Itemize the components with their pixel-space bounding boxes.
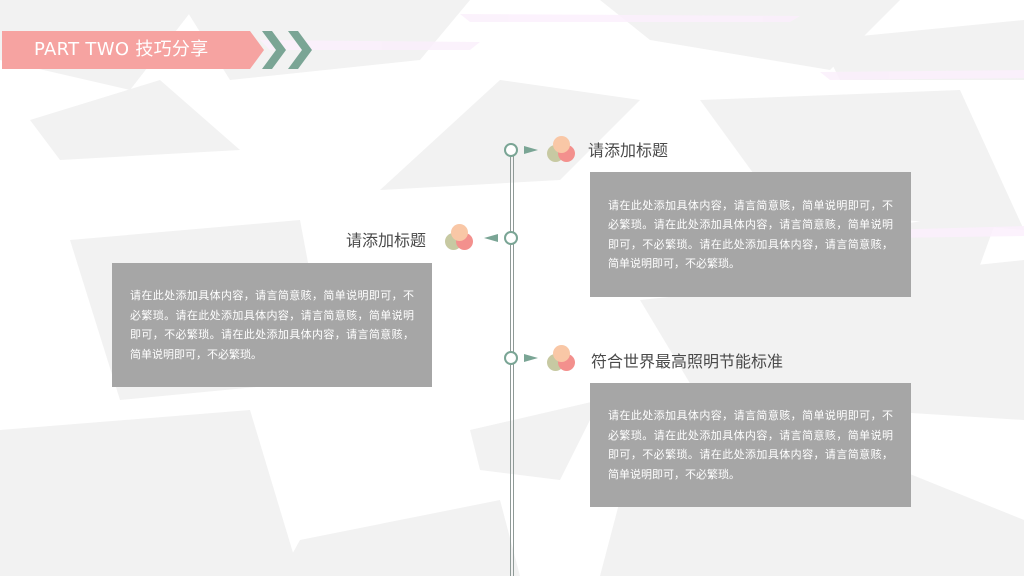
content-card: 请在此处添加具体内容，请言简意赅，简单说明即可，不必繁琐。请在此处添加具体内容，… bbox=[590, 172, 911, 297]
chevron-right-icon bbox=[288, 31, 312, 69]
pointer-arrow-icon bbox=[484, 234, 498, 242]
pointer-arrow-icon bbox=[524, 354, 538, 362]
header-banner bbox=[2, 31, 264, 69]
content-card: 请在此处添加具体内容，请言简意赅，简单说明即可，不必繁琐。请在此处添加具体内容，… bbox=[112, 263, 432, 387]
dots-icon bbox=[547, 136, 579, 164]
timeline-node bbox=[504, 231, 518, 245]
dots-icon bbox=[547, 345, 579, 373]
timeline-node bbox=[504, 143, 518, 157]
item-title: 请添加标题 bbox=[588, 141, 669, 160]
content-card: 请在此处添加具体内容，请言简意赅，简单说明即可，不必繁琐。请在此处添加具体内容，… bbox=[590, 383, 911, 507]
item-title: 请添加标题 bbox=[346, 231, 427, 250]
card-text: 请在此处添加具体内容，请言简意赅，简单说明即可，不必繁琐。请在此处添加具体内容，… bbox=[608, 198, 893, 271]
item-title: 符合世界最高照明节能标准 bbox=[591, 352, 784, 371]
chevron-right-icon bbox=[262, 31, 286, 69]
timeline-node bbox=[504, 351, 518, 365]
page-title: PART TWO 技巧分享 bbox=[34, 39, 209, 60]
card-text: 请在此处添加具体内容，请言简意赅，简单说明即可，不必繁琐。请在此处添加具体内容，… bbox=[608, 409, 893, 481]
pointer-arrow-icon bbox=[524, 146, 538, 154]
dots-icon bbox=[445, 224, 477, 252]
card-text: 请在此处添加具体内容，请言简意赅，简单说明即可，不必繁琐。请在此处添加具体内容，… bbox=[130, 289, 414, 361]
